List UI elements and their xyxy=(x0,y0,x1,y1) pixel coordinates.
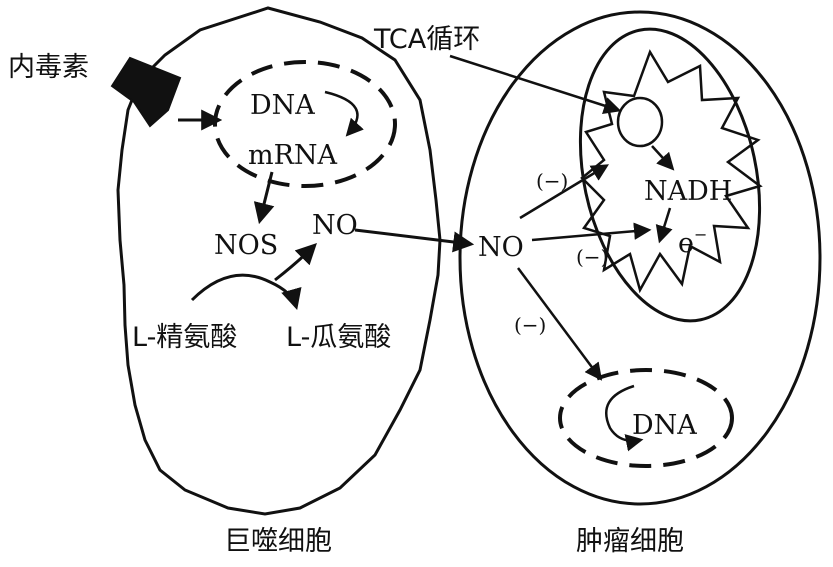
nos-label: NOS xyxy=(214,230,278,261)
no-tumor-label: NO xyxy=(478,232,524,263)
tumor-cell-membrane xyxy=(458,10,822,506)
tca-cycle-loop xyxy=(616,96,664,148)
electron-charge: − xyxy=(694,225,707,244)
nadh-label: NADH xyxy=(644,176,732,207)
endotoxin-label: 内毒素 xyxy=(8,52,89,83)
endotoxin-shape xyxy=(110,56,182,128)
mrna-label: mRNA xyxy=(248,140,338,171)
macrophage-membrane xyxy=(116,6,442,516)
tca-pointer-arrow xyxy=(449,54,622,115)
l-arginine-label: L-精氨酸 xyxy=(132,322,237,353)
transcription-arrow xyxy=(324,90,364,137)
electron-symbol: e xyxy=(678,228,694,259)
no-to-dna-inhibit-arrow xyxy=(516,267,603,381)
no-macrophage-label: NO xyxy=(312,210,358,241)
no-to-electron-inhibit-arrow xyxy=(531,222,652,242)
inhibit-label-electron: (−) xyxy=(576,245,608,269)
macrophage-label: 巨噬细胞 xyxy=(224,526,332,557)
nadh-to-electron-arrow xyxy=(655,207,673,244)
tumor-nucleus xyxy=(558,368,734,468)
tumor-dna-label: DNA xyxy=(632,410,697,441)
to-no-arrow xyxy=(274,243,317,282)
no-diffusion-arrow xyxy=(354,228,475,253)
tca-to-nadh-arrow xyxy=(651,145,675,171)
arginine-to-citrulline-arrow xyxy=(190,273,302,311)
tumor-cell-label: 肿瘤细胞 xyxy=(576,526,684,557)
mrna-to-nos-arrow xyxy=(253,171,275,225)
tca-cycle-label: TCA循环 xyxy=(373,24,480,55)
inhibit-label-dna: (−) xyxy=(514,313,546,337)
inhibit-label-tca: (−) xyxy=(536,169,568,193)
no-to-tca-inhibit-arrow xyxy=(519,164,609,220)
macrophage-nucleus xyxy=(213,60,397,188)
tumor-dna-replication-arrow xyxy=(605,384,644,452)
electron-label: e− xyxy=(678,225,707,259)
dna-macrophage-label: DNA xyxy=(250,90,315,121)
l-citrulline-label: L-瓜氨酸 xyxy=(286,322,391,353)
mitochondrion-outer xyxy=(578,27,762,323)
mitochondrion-inner-star xyxy=(580,49,763,294)
